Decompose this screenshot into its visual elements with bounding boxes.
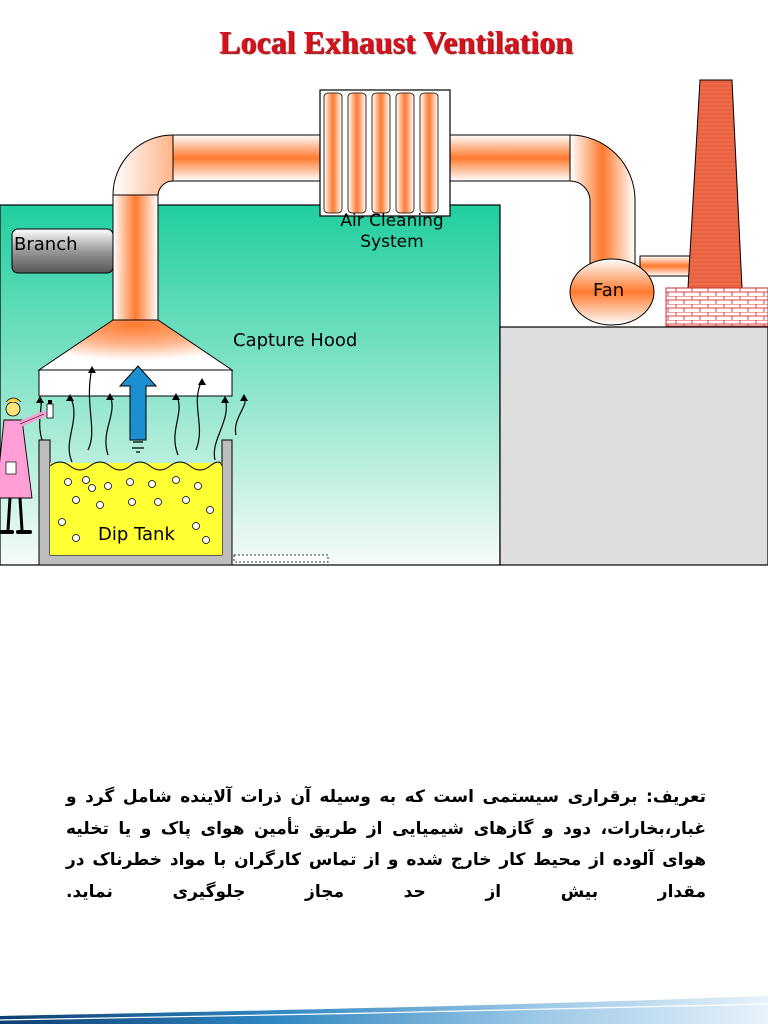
dip-tank-label: Dip Tank xyxy=(98,524,175,545)
arrow-heads xyxy=(36,366,248,403)
fan-inlet-duct xyxy=(569,134,636,273)
air-cleaning-label-line2: System xyxy=(360,232,423,252)
hood-air-arrow-icon xyxy=(39,367,246,463)
footer-band xyxy=(0,996,768,1024)
worker-figure xyxy=(0,397,47,534)
liquid-surface xyxy=(49,461,223,471)
capture-hood-label: Capture Hood xyxy=(233,330,357,351)
main-duct-horizontal xyxy=(172,134,325,182)
fan-outlet-duct xyxy=(639,255,696,277)
duct-riser xyxy=(112,194,159,321)
bubble-icon xyxy=(58,476,214,544)
cleaner-outlet-duct xyxy=(449,134,571,182)
brick-base-icon xyxy=(665,287,768,327)
branch-pipe xyxy=(11,228,114,274)
definition-text: تعریف: برقراری سیستمی است که به وسیله آن… xyxy=(66,787,706,902)
spray-can-icon xyxy=(46,400,54,419)
airflow-arrow-tail xyxy=(132,441,144,453)
fan xyxy=(569,258,655,326)
air-cleaning-system xyxy=(319,89,451,217)
fan-label: Fan xyxy=(593,280,624,301)
floor-grate xyxy=(233,554,329,563)
branch-label: Branch xyxy=(14,234,78,255)
air-cleaning-label-line1: Air Cleaning xyxy=(340,211,443,231)
exhaust-stack xyxy=(687,79,743,289)
lev-diagram: Branch Air Cleaning System Fan Capture H… xyxy=(0,79,768,566)
airflow-up-arrow xyxy=(118,365,158,441)
outside-building xyxy=(499,326,768,566)
page-title: Local Exhaust Ventilation xyxy=(219,24,573,60)
